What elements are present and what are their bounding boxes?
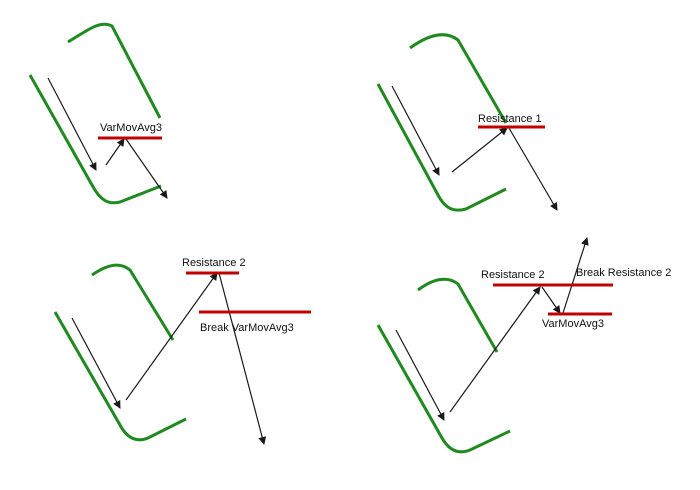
panel-top-right: Resistance 1 — [376, 33, 558, 212]
channel-upper-line — [91, 263, 175, 341]
break-resistance-2-label: Break Resistance 2 — [576, 267, 671, 279]
rally-arrow — [449, 286, 541, 413]
pullback-arrow — [541, 286, 561, 314]
channel-lower-line — [376, 324, 511, 454]
decline-arrow — [47, 77, 97, 171]
channel-lower-line — [53, 311, 187, 442]
panel-bottom-right: Resistance 2 Break Resistance 2 VarMovAv… — [376, 237, 671, 454]
resistance-2-label: Resistance 2 — [481, 269, 545, 281]
rally-arrow — [451, 127, 508, 173]
resistance-1-label: Resistance 1 — [478, 113, 542, 125]
panel-bottom-left: Resistance 2 Break VarMovAvg3 — [53, 257, 311, 445]
rejection-arrow — [508, 127, 558, 211]
channel-lower-line — [28, 74, 162, 205]
channel-upper-line — [409, 33, 508, 124]
breakout-arrow — [562, 237, 589, 314]
channel-upper-line — [417, 277, 499, 353]
resistance-2-label: Resistance 2 — [182, 257, 246, 269]
panel-top-left: VarMovAvg3 — [28, 22, 168, 205]
channel-upper-line — [67, 22, 162, 119]
rally-arrow — [125, 272, 218, 401]
decline-arrow — [395, 329, 445, 421]
decline-arrow — [391, 85, 440, 176]
bounce-arrow — [105, 138, 125, 166]
channel-lower-line — [376, 83, 507, 212]
break-varmovavg-label: Break VarMovAvg3 — [200, 322, 294, 334]
breakdown-arrow — [125, 138, 168, 199]
varmovavg-label: VarMovAvg3 — [542, 318, 604, 330]
breakdown-arrow — [218, 272, 267, 445]
varmovavg-label: VarMovAvg3 — [100, 122, 162, 134]
decline-arrow — [71, 317, 121, 409]
